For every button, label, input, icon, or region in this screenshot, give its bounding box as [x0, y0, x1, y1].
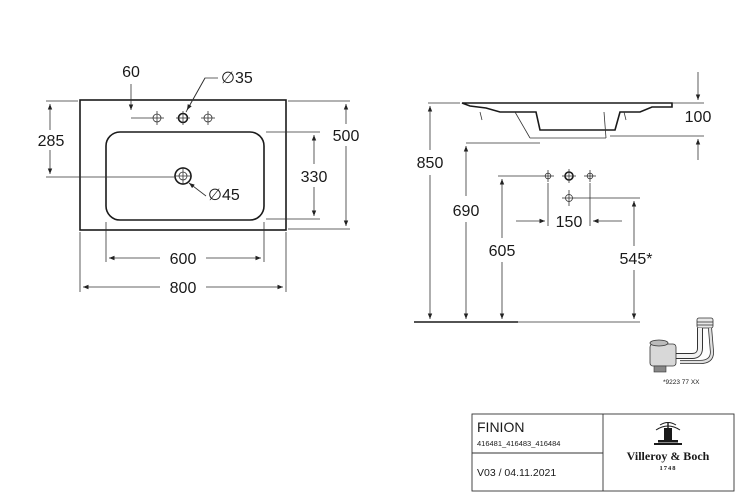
dim-depth-to-tap: 285	[38, 133, 65, 150]
dim-height-690: 690	[453, 203, 480, 220]
wall-holes	[542, 169, 596, 206]
side-view: 850 100 690 605	[414, 72, 712, 323]
basin-outline	[79, 99, 287, 231]
version-date: V03 / 04.11.2021	[477, 467, 556, 479]
dim-tap-offset: 60	[122, 64, 140, 81]
siphon-note: *9223 77 XX	[663, 379, 700, 386]
dim-height-605: 605	[489, 243, 516, 260]
dim-bowl-width: 600	[170, 251, 197, 268]
dim-top-height: 100	[685, 109, 712, 126]
siphon-illustration: *9223 77 XX	[649, 317, 715, 386]
bowl-outline	[105, 131, 265, 221]
basin-profile	[461, 102, 673, 131]
dim-total-width: 800	[170, 280, 197, 297]
dim-total-depth: 500	[333, 128, 360, 145]
dim-drain-hole: ∅45	[208, 187, 240, 204]
fountain-icon	[654, 422, 682, 445]
brand-logo: Villeroy & Boch 1748	[627, 422, 710, 472]
dim-bowl-depth: 330	[301, 169, 328, 186]
article-numbers: 416481_416483_416484	[477, 439, 560, 448]
top-view: 60 ∅35 285 500 330 ∅45 600	[38, 64, 360, 297]
dim-height-545: 545*	[620, 251, 653, 268]
title-block: FINION 416481_416483_416484 V03 / 04.11.…	[471, 413, 735, 492]
product-name: FINION	[477, 419, 524, 435]
tap-holes	[150, 111, 215, 125]
dim-tap-hole: ∅35	[221, 70, 253, 87]
brand-year: 1748	[660, 465, 677, 472]
drain-hole	[174, 167, 192, 185]
brand-name: Villeroy & Boch	[627, 449, 710, 463]
dim-total-height: 850	[417, 155, 444, 172]
dim-hole-spacing: 150	[556, 214, 583, 231]
